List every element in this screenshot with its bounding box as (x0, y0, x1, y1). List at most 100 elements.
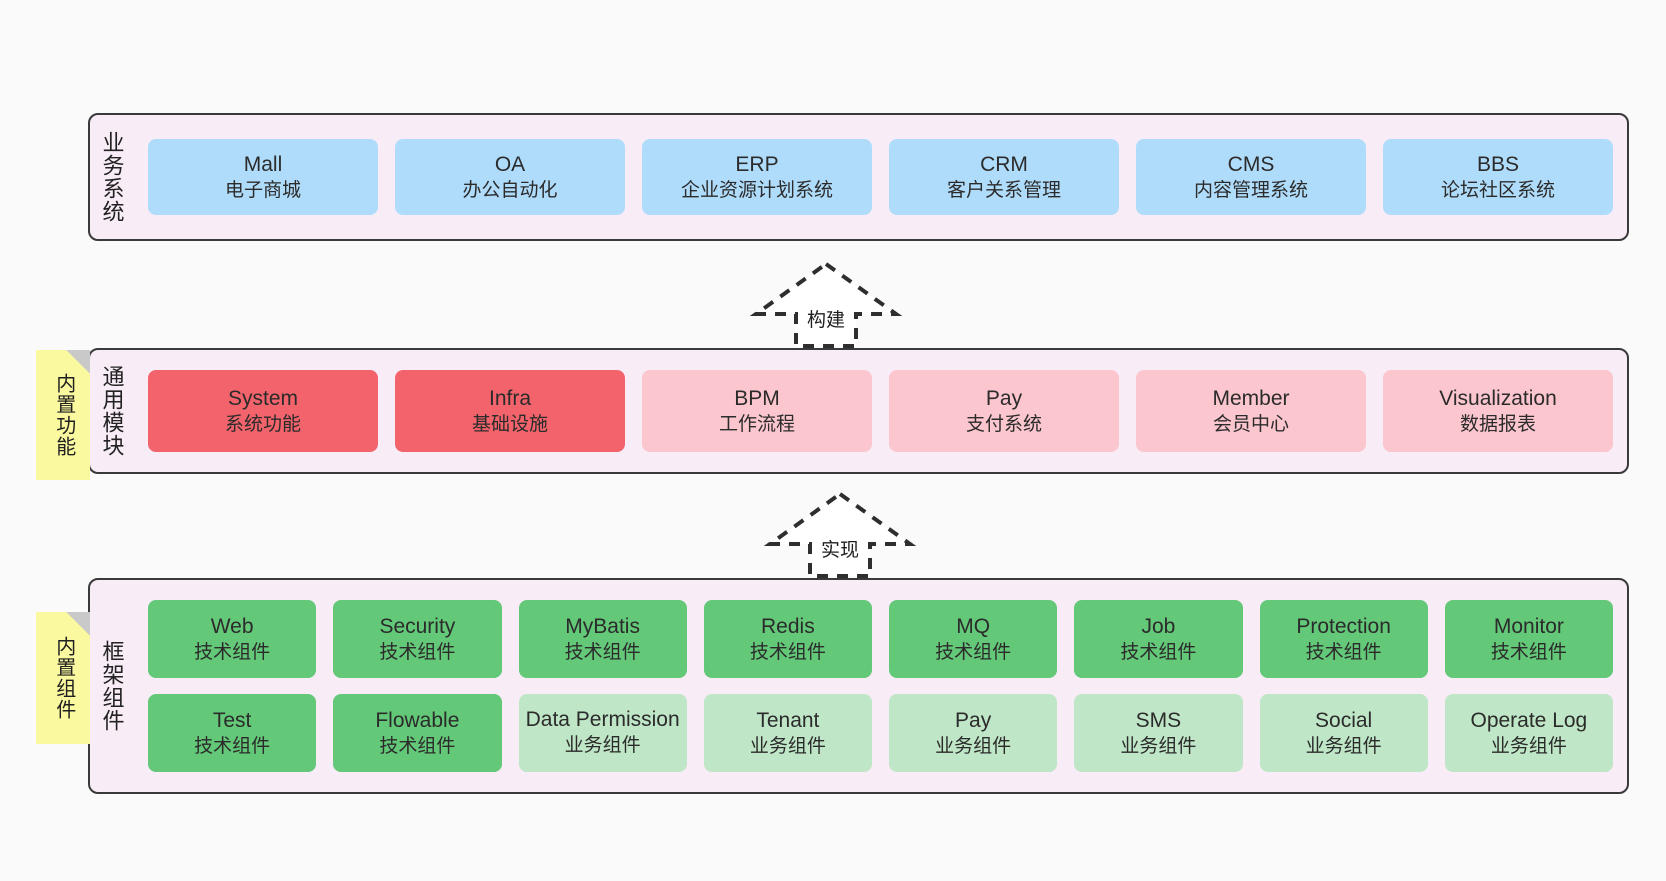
node-oa-cn: 办公自动化 (462, 180, 558, 202)
node-social-en: Social (1315, 708, 1373, 732)
node-erp-cn: 企业资源计划系统 (680, 180, 833, 202)
node-cms[interactable]: CMS 内容管理系统 (1136, 139, 1366, 215)
note-builtin-features: 内置功能 (36, 350, 90, 480)
node-monitor[interactable]: Monitor 技术组件 (1444, 600, 1613, 678)
node-social[interactable]: Social 业务组件 (1259, 694, 1428, 772)
node-flowable-en: Flowable (375, 708, 460, 732)
node-operate-log-cn: 业务组件 (1490, 736, 1567, 758)
node-mall-cn: 电子商城 (224, 180, 301, 202)
node-mybatis-en: MyBatis (565, 614, 640, 638)
layer-framework-components: 框架组件 Web 技术组件 Security 技术组件 MyBatis 技术组件… (88, 578, 1629, 794)
node-mybatis-cn: 技术组件 (564, 642, 641, 664)
node-erp[interactable]: ERP 企业资源计划系统 (642, 139, 872, 215)
node-protection[interactable]: Protection 技术组件 (1259, 600, 1428, 678)
node-tenant-en: Tenant (756, 708, 820, 732)
build-arrow-icon (749, 261, 903, 348)
node-infra-cn: 基础设施 (471, 414, 548, 436)
node-job-en: Job (1141, 614, 1176, 638)
node-bpm-en: BPM (734, 386, 780, 410)
node-data-permission-en: Data Permission (525, 708, 680, 732)
node-crm-cn: 客户关系管理 (946, 180, 1061, 202)
node-member-cn: 会员中心 (1212, 414, 1289, 436)
node-bbs[interactable]: BBS 论坛社区系统 (1383, 139, 1613, 215)
node-job[interactable]: Job 技术组件 (1074, 600, 1243, 678)
node-member[interactable]: Member 会员中心 (1136, 370, 1366, 452)
node-security-cn: 技术组件 (379, 642, 456, 664)
node-cms-cn: 内容管理系统 (1193, 180, 1308, 202)
layer-business-systems: 业务系统 Mall 电子商城 OA 办公自动化 ERP 企业资源计划系统 CRM… (88, 113, 1629, 241)
node-flowable-cn: 技术组件 (379, 736, 456, 758)
layer-title-framework-components: 框架组件 (99, 640, 125, 732)
node-system-cn: 系统功能 (224, 414, 301, 436)
node-operate-log-en: Operate Log (1470, 708, 1588, 732)
node-redis[interactable]: Redis 技术组件 (703, 600, 872, 678)
node-mq[interactable]: MQ 技术组件 (889, 600, 1058, 678)
common-modules-row: System 系统功能 Infra 基础设施 BPM 工作流程 Pay 支付系统… (148, 370, 1613, 452)
node-test[interactable]: Test 技术组件 (148, 694, 317, 772)
node-mq-cn: 技术组件 (935, 642, 1012, 664)
node-security[interactable]: Security 技术组件 (333, 600, 502, 678)
link-build: 构建 (746, 258, 906, 350)
node-system[interactable]: System 系统功能 (148, 370, 378, 452)
node-tenant-cn: 业务组件 (749, 736, 826, 758)
note-builtin-components: 内置组件 (36, 612, 90, 744)
node-monitor-en: Monitor (1493, 614, 1564, 638)
node-security-en: Security (379, 614, 456, 638)
node-pay-component[interactable]: Pay 业务组件 (889, 694, 1058, 772)
note-builtin-components-label: 内置组件 (52, 636, 75, 720)
node-infra-en: Infra (488, 386, 532, 410)
node-web[interactable]: Web 技术组件 (148, 600, 317, 678)
implement-arrow-icon (763, 491, 917, 578)
node-mybatis[interactable]: MyBatis 技术组件 (518, 600, 687, 678)
node-job-cn: 技术组件 (1120, 642, 1197, 664)
node-data-permission-cn: 业务组件 (564, 734, 641, 756)
layer-body-business-systems: Mall 电子商城 OA 办公自动化 ERP 企业资源计划系统 CRM 客户关系… (134, 115, 1627, 239)
node-protection-en: Protection (1296, 614, 1391, 638)
node-bbs-en: BBS (1476, 152, 1520, 176)
node-pay-component-en: Pay (955, 708, 992, 732)
node-web-en: Web (210, 614, 254, 638)
node-data-permission[interactable]: Data Permission 业务组件 (518, 694, 687, 772)
node-monitor-cn: 技术组件 (1490, 642, 1567, 664)
node-system-en: System (227, 386, 298, 410)
layer-body-common-modules: System 系统功能 Infra 基础设施 BPM 工作流程 Pay 支付系统… (134, 350, 1627, 472)
note-fold-corner-icon (66, 350, 90, 374)
layer-body-framework-components: Web 技术组件 Security 技术组件 MyBatis 技术组件 Redi… (134, 580, 1627, 792)
node-pay-module-en: Pay (985, 386, 1023, 410)
node-social-cn: 业务组件 (1305, 736, 1382, 758)
node-bbs-cn: 论坛社区系统 (1440, 180, 1555, 202)
framework-business-row: Test 技术组件 Flowable 技术组件 Data Permission … (148, 694, 1613, 772)
node-bpm-cn: 工作流程 (718, 414, 795, 436)
node-visualization[interactable]: Visualization 数据报表 (1383, 370, 1613, 452)
node-crm-en: CRM (980, 152, 1028, 176)
node-redis-cn: 技术组件 (749, 642, 826, 664)
node-sms-en: SMS (1135, 708, 1182, 732)
layer-title-business-systems: 业务系统 (99, 131, 125, 223)
node-tenant[interactable]: Tenant 业务组件 (703, 694, 872, 772)
node-mall[interactable]: Mall 电子商城 (148, 139, 378, 215)
node-bpm[interactable]: BPM 工作流程 (642, 370, 872, 452)
node-oa[interactable]: OA 办公自动化 (395, 139, 625, 215)
node-crm[interactable]: CRM 客户关系管理 (889, 139, 1119, 215)
node-operate-log[interactable]: Operate Log 业务组件 (1444, 694, 1613, 772)
node-mq-en: MQ (956, 614, 991, 638)
node-sms[interactable]: SMS 业务组件 (1074, 694, 1243, 772)
node-member-en: Member (1212, 386, 1290, 410)
node-pay-component-cn: 业务组件 (935, 736, 1012, 758)
node-cms-en: CMS (1227, 152, 1275, 176)
node-infra[interactable]: Infra 基础设施 (395, 370, 625, 452)
node-oa-en: OA (494, 152, 526, 176)
node-erp-en: ERP (735, 152, 779, 176)
node-mall-en: Mall (243, 152, 283, 176)
node-visualization-en: Visualization (1439, 386, 1557, 410)
note-builtin-features-label: 内置功能 (52, 373, 75, 457)
node-flowable[interactable]: Flowable 技术组件 (333, 694, 502, 772)
node-protection-cn: 技术组件 (1305, 642, 1382, 664)
framework-tech-row: Web 技术组件 Security 技术组件 MyBatis 技术组件 Redi… (148, 600, 1613, 678)
link-implement: 实现 (760, 488, 920, 580)
node-sms-cn: 业务组件 (1120, 736, 1197, 758)
node-test-cn: 技术组件 (194, 736, 271, 758)
node-visualization-cn: 数据报表 (1459, 414, 1536, 436)
node-pay-module[interactable]: Pay 支付系统 (889, 370, 1119, 452)
